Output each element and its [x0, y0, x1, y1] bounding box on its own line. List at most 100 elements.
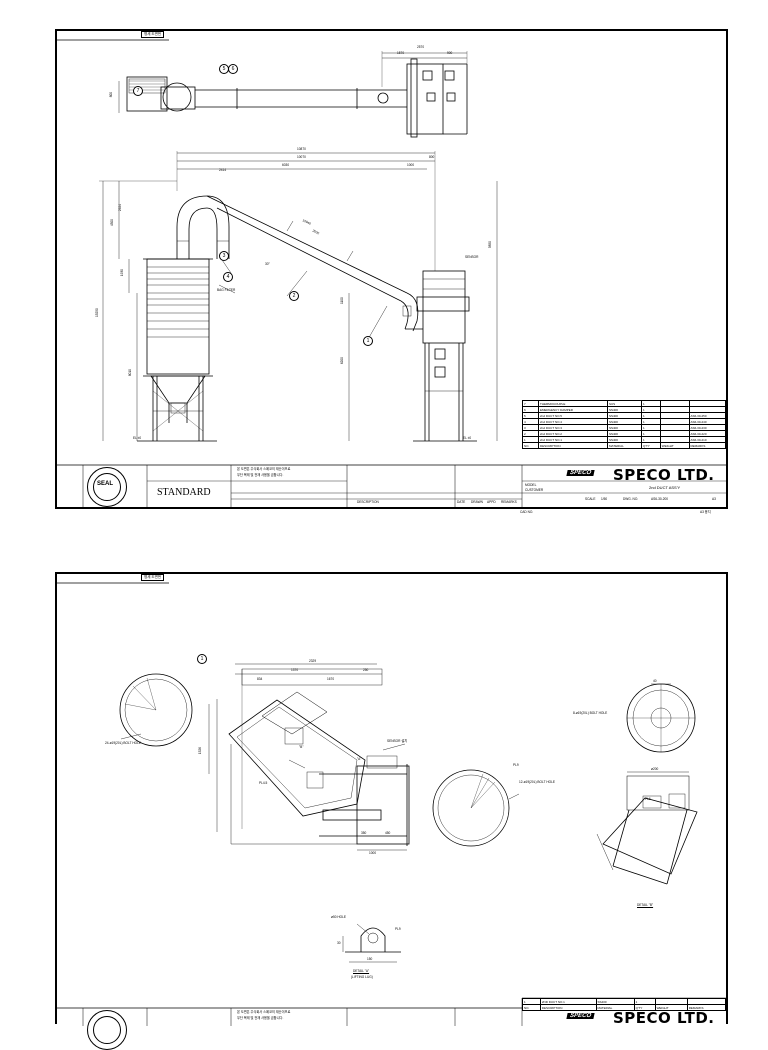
item-balloon: 2: [289, 291, 299, 301]
dim-text: 2924: [117, 204, 122, 212]
sensor-label: SENSOR: [465, 255, 479, 259]
corner-tab: 명세 도면번: [141, 574, 165, 581]
seal-label: SEAL: [97, 481, 114, 487]
plate-label: PL6: [645, 797, 651, 801]
level-label: EL ±0: [463, 436, 472, 440]
bom-header: MATERIAL: [595, 1004, 635, 1011]
bom-header: Q'TY: [641, 442, 661, 449]
dim-text: 4300: [109, 219, 114, 227]
dim-text: 1570: [397, 51, 405, 55]
dim-text: 1100: [339, 297, 344, 305]
sheet-size: A3: [712, 497, 716, 501]
drawing-sheet-1: 명세 도면번: [55, 29, 728, 509]
dim-text: 6200: [339, 357, 344, 365]
dim-text: 450: [385, 831, 391, 835]
korean-note: 무단 복제 및 전재 사용을 금합니다.: [237, 473, 284, 477]
title-block-label: DESCRIPTION: [357, 500, 379, 504]
company-seal: [87, 467, 127, 507]
drawing-sheet-2: 명세 도면번: [55, 572, 728, 1050]
point-b-label: "B": [299, 745, 304, 749]
item-balloon: 4: [223, 272, 233, 282]
sheet1-linework: [57, 39, 726, 507]
dim-text: 1000: [369, 851, 377, 855]
korean-note: 본 도면은 주식회사 스페코의 재산이므로: [237, 467, 291, 471]
detail-a-subtitle: (LIFTING LUG): [351, 975, 373, 979]
flange-note: 8-ø19(20L) BOLT HOLE: [573, 711, 608, 715]
paper-size-label: A3 용지: [700, 510, 711, 514]
dim-text: 1526: [197, 747, 202, 755]
detail-b-title: DETAIL "B": [637, 903, 654, 907]
bom-header: WEIGHT: [659, 442, 690, 449]
item-balloon: 7: [133, 86, 143, 96]
standard-label: STANDARD: [157, 487, 211, 498]
title-block-label: REMARKS: [501, 500, 517, 504]
scale-value: 1/50: [601, 497, 608, 501]
title-block-label: DWG. NO.: [623, 497, 639, 501]
item-balloon: 3: [219, 251, 229, 261]
company-seal: [87, 1010, 127, 1050]
korean-note: 본 도면은 주식회사 스페코의 재산이므로: [237, 1010, 291, 1014]
dim-text: 800: [429, 155, 435, 159]
dim-text: ø200: [651, 767, 659, 771]
flange-note: 12-ø19(20L) BOLT HOLE: [519, 780, 556, 784]
dim-text: 2570: [417, 45, 425, 49]
speco-logo: SPECO: [566, 470, 595, 476]
dim-text: 5850: [487, 241, 492, 249]
title-block-label: CUSTOMER: [525, 488, 544, 492]
dim-text: 800: [109, 91, 114, 98]
bom-header: REMARKS: [686, 1004, 727, 1011]
bag-filter-label: BAG FILTER: [217, 288, 236, 292]
dim-text: 30: [337, 941, 341, 945]
dim-text: 2329: [309, 659, 317, 663]
title-block-label: APPD: [487, 500, 496, 504]
bom-header: REMARKS: [688, 442, 726, 449]
lug-hole-label: ø50 HOLE: [331, 915, 347, 919]
dim-text: 1930: [119, 269, 124, 277]
drawing-number: AS6-30-200: [651, 497, 669, 501]
title-block-label: DRAWN: [471, 500, 483, 504]
flange-note: 24-ø19(20L) BOLT HOLE: [105, 741, 142, 745]
dim-text: 40: [653, 679, 657, 683]
sheet2-linework: [57, 582, 726, 1026]
dim-text: 900: [447, 51, 453, 55]
level-label: EL ±0: [133, 436, 142, 440]
title-block-label: SCALE: [585, 497, 596, 501]
plate-label: PL9: [395, 927, 401, 931]
item-balloon: 6: [228, 64, 238, 74]
item-balloon: 1: [197, 654, 207, 664]
bom-header: DESCRIPTION: [539, 1004, 597, 1011]
speco-logo: SPECO: [566, 1013, 595, 1019]
dim-text: 350: [361, 831, 367, 835]
dim-text: 15250: [94, 308, 99, 318]
sensor-note: SENSOR 설치: [387, 739, 408, 743]
korean-note: 무단 복제 및 전재 사용을 금합니다.: [237, 1016, 284, 1020]
dim-text: 10070: [297, 155, 306, 159]
bom-header: NO.: [522, 442, 539, 449]
corner-tab: 명세 도면번: [141, 31, 165, 38]
plate-label: PL4.5: [259, 781, 268, 785]
point-a-label: "A": [357, 757, 362, 761]
dim-text: 8010: [127, 369, 132, 377]
dim-text: 150: [367, 957, 373, 961]
bom-header: DESCRIPTION: [538, 442, 608, 449]
bom-header: MATERIAL: [606, 442, 643, 449]
dim-text: 1370: [291, 668, 299, 672]
bom-header: NO.: [522, 1004, 541, 1011]
company-name: SPECO LTD.: [613, 466, 715, 484]
detail-a-title: DETAIL "A": [353, 969, 370, 973]
bom-header-row: NO. DESCRIPTION MATERIAL Q'TY WEIGHT REM…: [522, 1004, 727, 1011]
dim-text: 250: [363, 668, 369, 672]
bom-header-row: NO. DESCRIPTION MATERIAL Q'TY WEIGHT REM…: [522, 442, 726, 449]
dim-text: 1000: [407, 163, 415, 167]
dim-text: 10870: [297, 147, 306, 151]
dim-text: 1670: [327, 677, 335, 681]
drawing-title: 2nd DUCT ASS'Y: [649, 485, 681, 490]
title-block-label: MODEL: [525, 483, 537, 487]
company-name: SPECO LTD.: [613, 1009, 715, 1027]
dim-text: 834: [257, 677, 263, 681]
angle-label: 30°: [265, 262, 270, 266]
dim-text: 2414: [219, 168, 227, 172]
